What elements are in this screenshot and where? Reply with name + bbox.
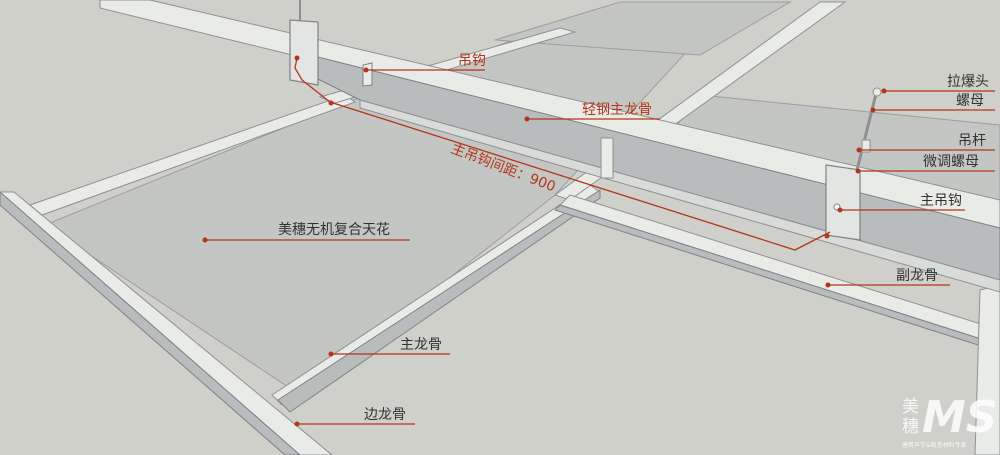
main-runner-rail-top <box>29 94 357 216</box>
watermark-small-text: 建筑声学&吸音材料专家 <box>902 441 967 449</box>
main-hook-right <box>825 164 861 241</box>
edge-runner-side <box>0 191 301 455</box>
sub-runner-side <box>554 204 1000 353</box>
rod-nut-icon <box>861 139 871 153</box>
keel-connector <box>600 137 614 179</box>
label-nut: 螺母 <box>956 93 984 109</box>
label-adjust-nut: 微调螺母 <box>923 154 979 170</box>
main-keel-top <box>99 0 1000 229</box>
label-anchor: 拉爆头 <box>947 74 989 90</box>
label-edge-runner: 边龙骨 <box>364 407 406 423</box>
brand-watermark: 美 穗 MS 建筑声学&吸音材料专家 <box>902 392 997 449</box>
main-keel-bottom <box>359 99 1000 293</box>
ceiling-panel-top <box>494 1 792 56</box>
label-hook: 吊钩 <box>458 53 486 69</box>
label-panel: 美穗无机复合天花 <box>278 221 390 238</box>
main-hook-left <box>289 19 319 86</box>
label-rod: 吊杆 <box>958 133 986 149</box>
watermark-char-2: 穗 <box>902 417 919 437</box>
suspension-hook <box>362 62 373 87</box>
label-sub-runner: 副龙骨 <box>896 268 938 284</box>
label-main-runner: 主龙骨 <box>400 337 442 353</box>
label-main-keel: 轻钢主龙骨 <box>582 102 652 118</box>
spacing-mid-marker <box>328 100 334 106</box>
watermark-char-1: 美 <box>902 397 919 417</box>
spacing-end-marker <box>824 233 830 239</box>
anchor-bolt-icon <box>872 87 882 97</box>
watermark-logo: MS <box>922 392 997 443</box>
main-runner-rail-mid-side <box>277 189 601 413</box>
label-main-hook: 主吊钩 <box>920 193 962 209</box>
spacing-dimension-line <box>294 57 831 251</box>
spacing-start-marker <box>294 55 300 61</box>
hanger-rod-right <box>855 89 879 171</box>
